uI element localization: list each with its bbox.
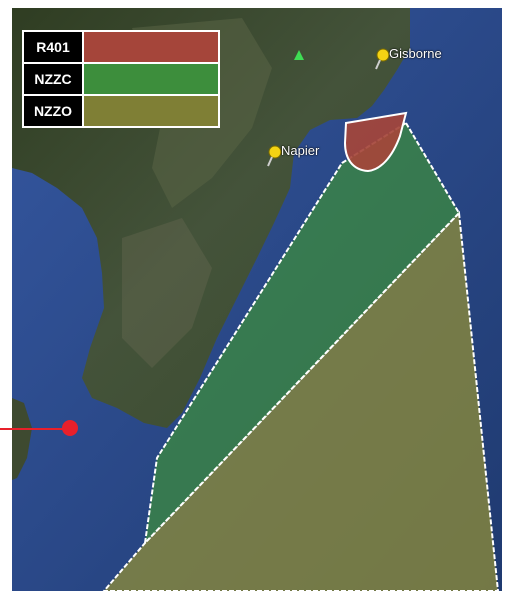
legend-label-nzzo: NZZO [24,96,82,126]
land-highlight-2 [122,218,212,368]
satellite-map[interactable] [12,8,502,591]
legend-swatch-r401 [82,32,218,62]
location-marker-line [0,428,66,430]
place-label-gisborne[interactable]: Gisborne [389,46,442,61]
location-marker-dot[interactable] [62,420,78,436]
pushpin-icon[interactable] [266,145,282,167]
tree-icon [294,50,304,60]
legend-swatch-nzzc [82,64,218,94]
legend-row-nzzc: NZZC [24,64,218,96]
legend-row-r401: R401 [24,32,218,64]
pushpin-icon[interactable] [374,48,390,70]
legend-swatch-nzzo [82,96,218,126]
nzzc-region[interactable] [143,121,461,546]
land-south-island [12,398,32,480]
r401-region[interactable] [343,111,408,173]
legend-label-r401: R401 [24,32,82,62]
legend: R401 NZZC NZZO [22,30,220,128]
map-canvas [12,8,502,591]
legend-row-nzzo: NZZO [24,96,218,126]
place-label-napier[interactable]: Napier [281,143,320,158]
legend-label-nzzc: NZZC [24,64,82,94]
